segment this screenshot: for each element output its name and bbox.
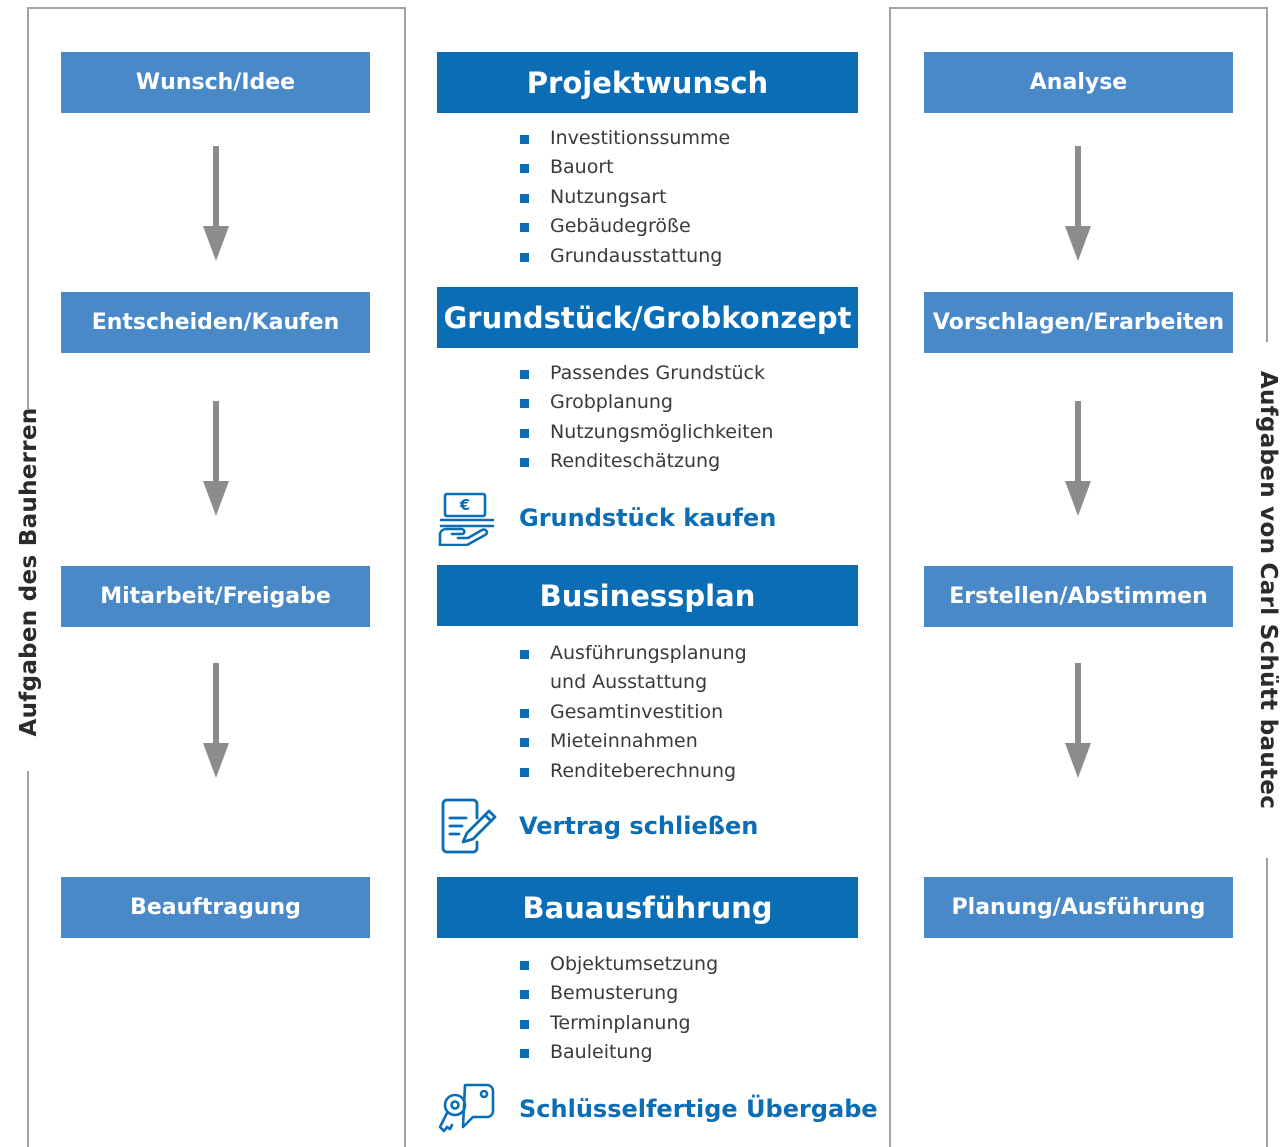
action-turnkey-handover: Schlüsselfertige Übergabe — [437, 1081, 878, 1137]
client-step-decide: Entscheiden/Kaufen — [61, 292, 370, 353]
contractor-step-create: Erstellen/Abstimmen — [924, 566, 1233, 627]
contractor-tasks-label: Aufgaben von Carl Schütt bautec — [1255, 370, 1281, 810]
action-label: Schlüsselfertige Übergabe — [519, 1095, 878, 1123]
contractor-tasks-frame — [889, 7, 1270, 1147]
arrow-down-icon — [1065, 663, 1091, 778]
list-item: Grundausstattung — [518, 242, 848, 271]
phase-property-concept-list: Passendes Grundstück Grobplanung Nutzung… — [518, 359, 848, 477]
arrow-down-icon — [203, 663, 229, 778]
action-label: Grundstück kaufen — [519, 504, 777, 532]
list-item: Renditeschätzung — [518, 447, 848, 476]
list-item: Bauleitung — [518, 1038, 848, 1067]
list-item: Ausführungsplanung und Ausstattung — [518, 639, 848, 698]
phase-project-wish-list: Investitionssumme Bauort Nutzungsart Geb… — [518, 124, 848, 271]
action-buy-property: € Grundstück kaufen — [437, 490, 776, 546]
phase-construction-list: Objektumsetzung Bemusterung Terminplanun… — [518, 950, 848, 1068]
svg-text:€: € — [459, 496, 470, 514]
phase-business-plan-list: Ausführungsplanung und Ausstattung Gesam… — [518, 639, 848, 786]
list-item: Nutzungsart — [518, 183, 848, 212]
list-item: Investitionssumme — [518, 124, 848, 153]
contract-sign-icon — [437, 798, 499, 854]
list-item: Renditeberechnung — [518, 757, 848, 786]
list-item: Bemusterung — [518, 979, 848, 1008]
list-item: Gebäudegröße — [518, 212, 848, 241]
phase-project-wish-title: Projektwunsch — [437, 52, 858, 113]
client-step-wish: Wunsch/Idee — [61, 52, 370, 113]
phase-construction-title: Bauausführung — [437, 877, 858, 938]
contractor-step-analysis: Analyse — [924, 52, 1233, 113]
client-step-cooperate: Mitarbeit/Freigabe — [61, 566, 370, 627]
list-item: Bauort — [518, 153, 848, 182]
keys-icon — [437, 1081, 499, 1137]
arrow-down-icon — [1065, 146, 1091, 261]
list-item: Grobplanung — [518, 388, 848, 417]
arrow-down-icon — [203, 401, 229, 516]
arrow-down-icon — [1065, 401, 1091, 516]
action-label: Vertrag schließen — [519, 812, 759, 840]
contractor-step-execute: Planung/Ausführung — [924, 877, 1233, 938]
arrow-down-icon — [203, 146, 229, 261]
phase-business-plan-title: Businessplan — [437, 565, 858, 626]
contractor-step-propose: Vorschlagen/Erarbeiten — [924, 292, 1233, 353]
client-step-commission: Beauftragung — [61, 877, 370, 938]
list-item: Objektumsetzung — [518, 950, 848, 979]
list-item: Gesamtinvestition — [518, 698, 848, 727]
phase-property-concept-title: Grundstück/Grobkonzept — [437, 287, 858, 348]
money-hand-icon: € — [437, 490, 499, 546]
client-tasks-frame — [25, 7, 406, 1147]
list-item: Mieteinnahmen — [518, 727, 848, 756]
list-item: Nutzungsmöglichkeiten — [518, 418, 848, 447]
list-item: Terminplanung — [518, 1009, 848, 1038]
client-tasks-label: Aufgaben des Bauherren — [16, 407, 42, 737]
action-sign-contract: Vertrag schließen — [437, 798, 758, 854]
list-item: Passendes Grundstück — [518, 359, 848, 388]
